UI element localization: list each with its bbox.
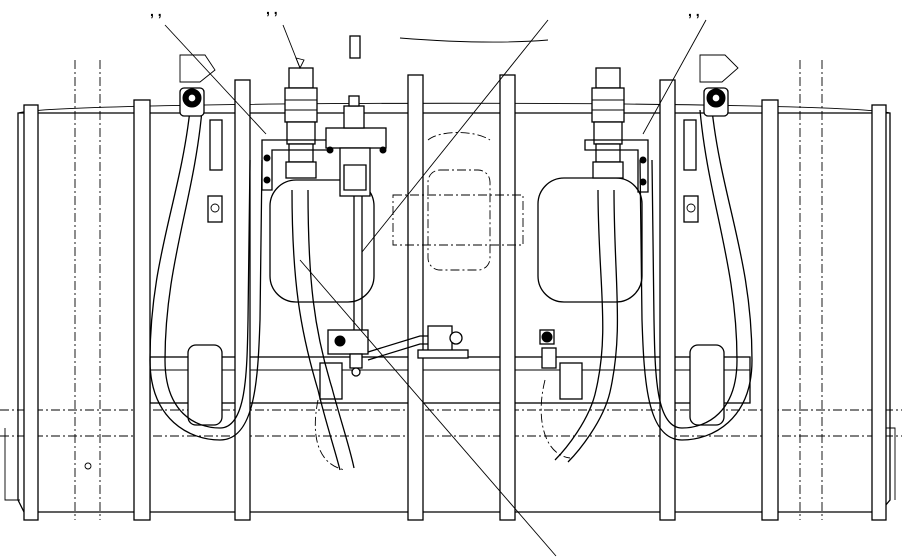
right-inner-hose bbox=[540, 189, 619, 463]
center-pump-hidden bbox=[392, 132, 524, 271]
vertical-plates bbox=[23, 74, 887, 521]
side-fittings bbox=[207, 119, 699, 223]
right-bracket bbox=[584, 139, 649, 193]
left-valve-fitting bbox=[284, 67, 318, 179]
leader-lines bbox=[164, 19, 707, 557]
center-bottom-fittings bbox=[327, 325, 557, 377]
left-accumulator bbox=[187, 179, 375, 426]
right-outer-hose bbox=[639, 54, 753, 441]
callout-label-left: , , bbox=[150, 3, 162, 19]
center-manifold bbox=[325, 35, 387, 330]
right-valve-fitting bbox=[591, 67, 625, 179]
left-outer-hose bbox=[149, 54, 263, 441]
left-inner-hose bbox=[291, 189, 355, 471]
callout-label-center: , , bbox=[266, 1, 278, 17]
callout-label-right: , , bbox=[688, 3, 700, 19]
callout-labels: , , , , , , bbox=[150, 1, 700, 19]
